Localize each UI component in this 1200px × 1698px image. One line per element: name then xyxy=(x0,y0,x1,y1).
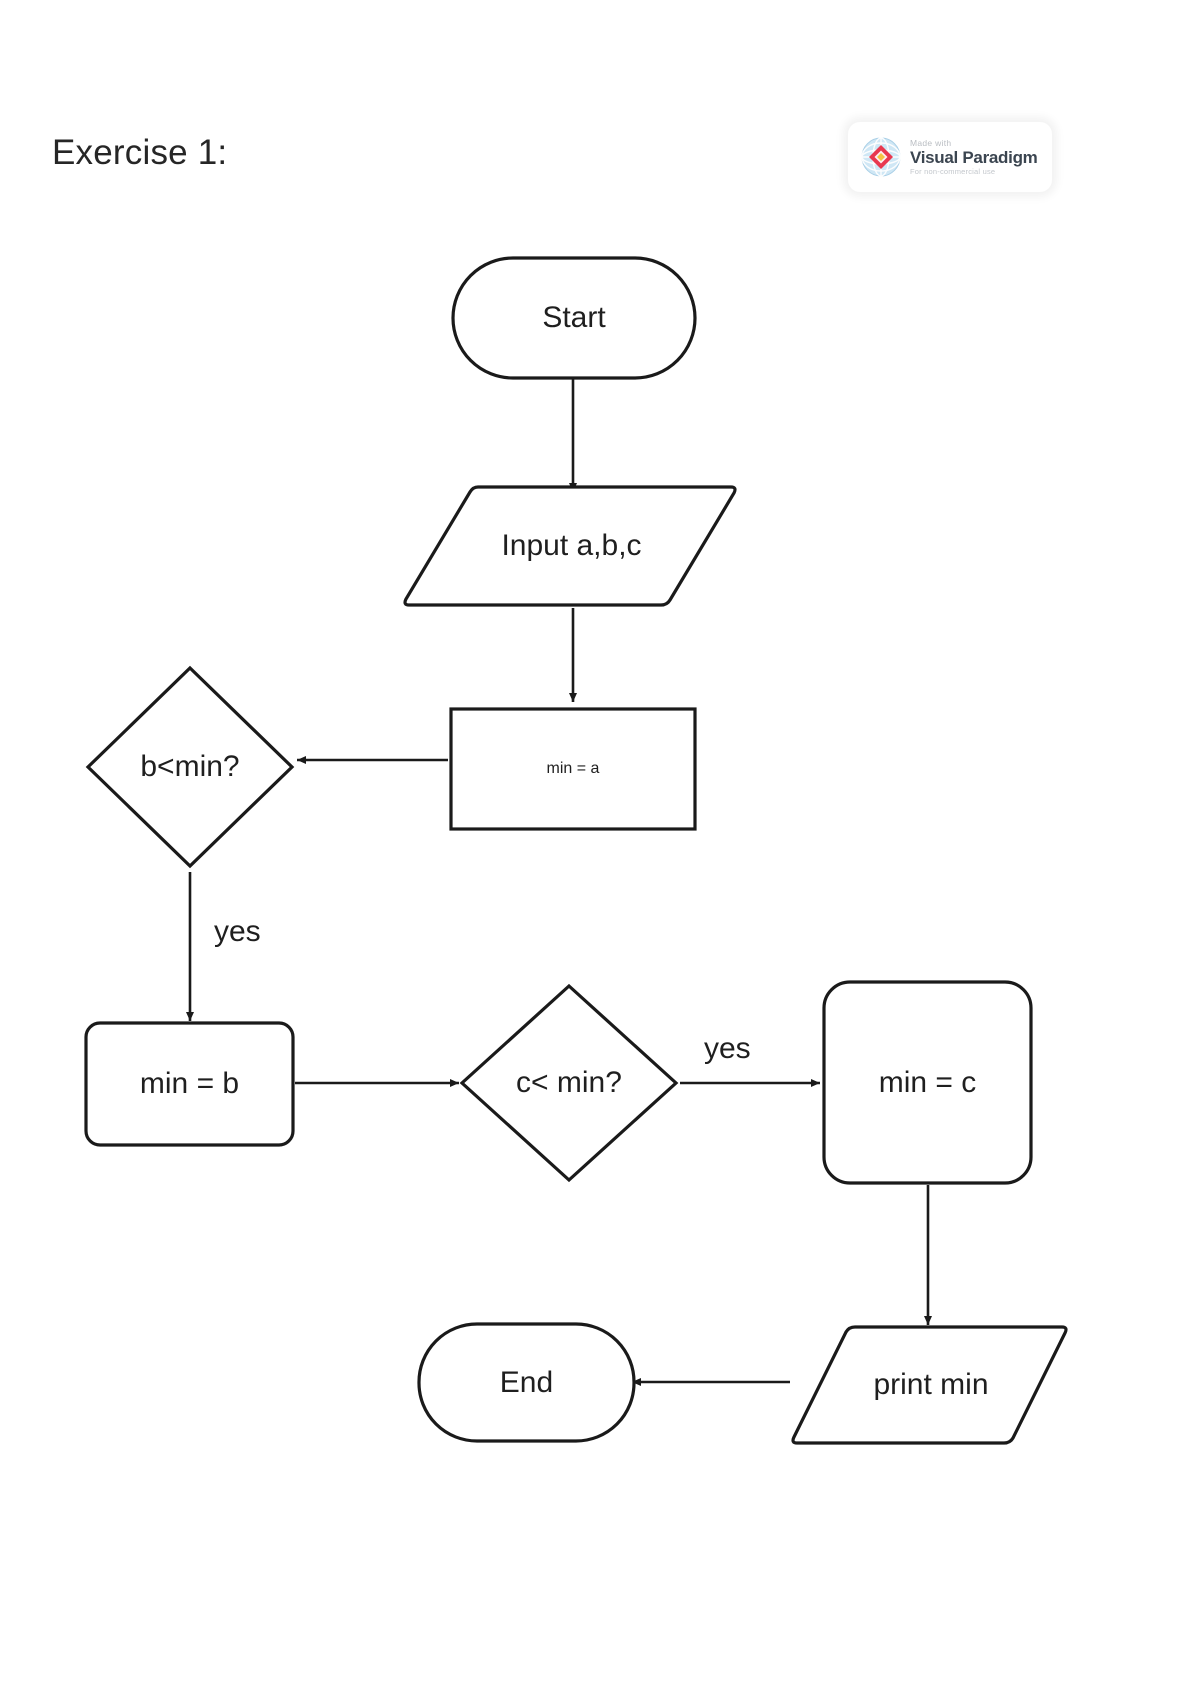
node-min-b[interactable] xyxy=(84,1021,295,1147)
node-end[interactable] xyxy=(417,1322,636,1443)
node-start[interactable] xyxy=(451,256,697,380)
watermark-made-with: Made with xyxy=(910,137,952,148)
node-min-a[interactable] xyxy=(449,707,697,831)
edge-label-yes-left: yes xyxy=(214,915,261,948)
edge-label-yes-right: yes xyxy=(704,1032,751,1065)
globe-icon xyxy=(860,136,902,178)
watermark-product-name: Visual Paradigm xyxy=(910,148,1038,167)
node-print-min[interactable] xyxy=(791,1325,1068,1445)
visual-paradigm-diamond-logo xyxy=(869,145,893,169)
watermark-license-note: For non-commercial use xyxy=(910,167,996,176)
node-b-lt-min[interactable] xyxy=(85,665,295,869)
page-title: Exercise 1: xyxy=(52,133,228,172)
visual-paradigm-watermark: Made with Visual Paradigm For non-commer… xyxy=(848,122,1052,192)
node-input[interactable] xyxy=(403,485,737,607)
node-c-lt-min[interactable] xyxy=(459,983,679,1183)
node-min-c[interactable] xyxy=(822,980,1033,1185)
